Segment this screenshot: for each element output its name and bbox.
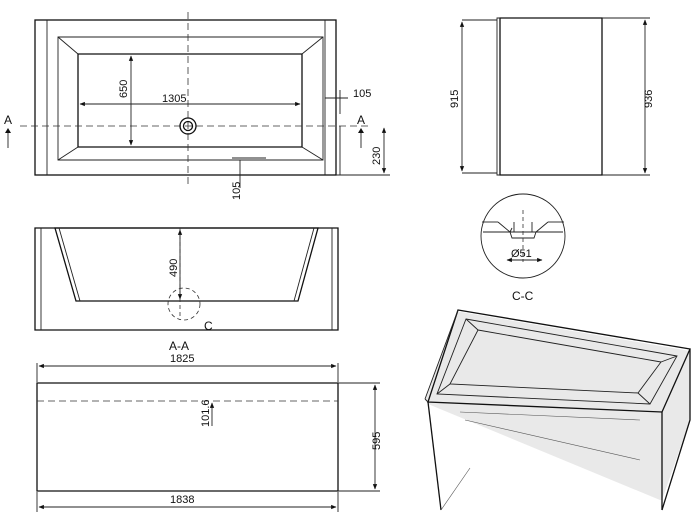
front-elevation: 1825 101.6 595 1838 (36, 353, 383, 512)
section-a-a: 490 C A-A (34, 227, 339, 353)
drain-icon (179, 117, 197, 135)
section-aa-label: A-A (169, 339, 189, 353)
dim-overall-length-bottom: 1838 (170, 494, 194, 506)
dim-end-height: 936 (643, 90, 655, 108)
dim-side-rebate: 101.6 (200, 399, 212, 427)
dim-drain-offset: 230 (371, 147, 383, 165)
plan-view: A A 1305 650 105 105 230 (4, 12, 390, 200)
detail-c-c: Ø51 C-C (480, 193, 566, 303)
dim-end-width: 915 (449, 90, 461, 108)
dim-overall-height: 595 (371, 432, 383, 450)
dim-drain-diameter: Ø51 (511, 248, 532, 260)
dim-rim-front: 105 (231, 182, 243, 200)
dim-inner-width: 650 (118, 80, 130, 98)
section-label-a-left: A (4, 113, 12, 127)
section-marker-right (358, 128, 364, 148)
dim-inner-length: 1305 (162, 93, 186, 105)
section-cc-label: C-C (512, 289, 534, 303)
detail-c-label: C (204, 319, 213, 333)
detail-c-circle (167, 287, 201, 321)
dim-overall-length-top: 1825 (170, 353, 194, 365)
end-view: 915 936 (449, 17, 655, 176)
section-label-a-right: A (357, 113, 365, 127)
dim-rim-side: 105 (353, 88, 371, 100)
dim-inner-depth: 490 (168, 259, 180, 277)
isometric-view (424, 309, 691, 511)
section-marker-left (5, 128, 11, 148)
